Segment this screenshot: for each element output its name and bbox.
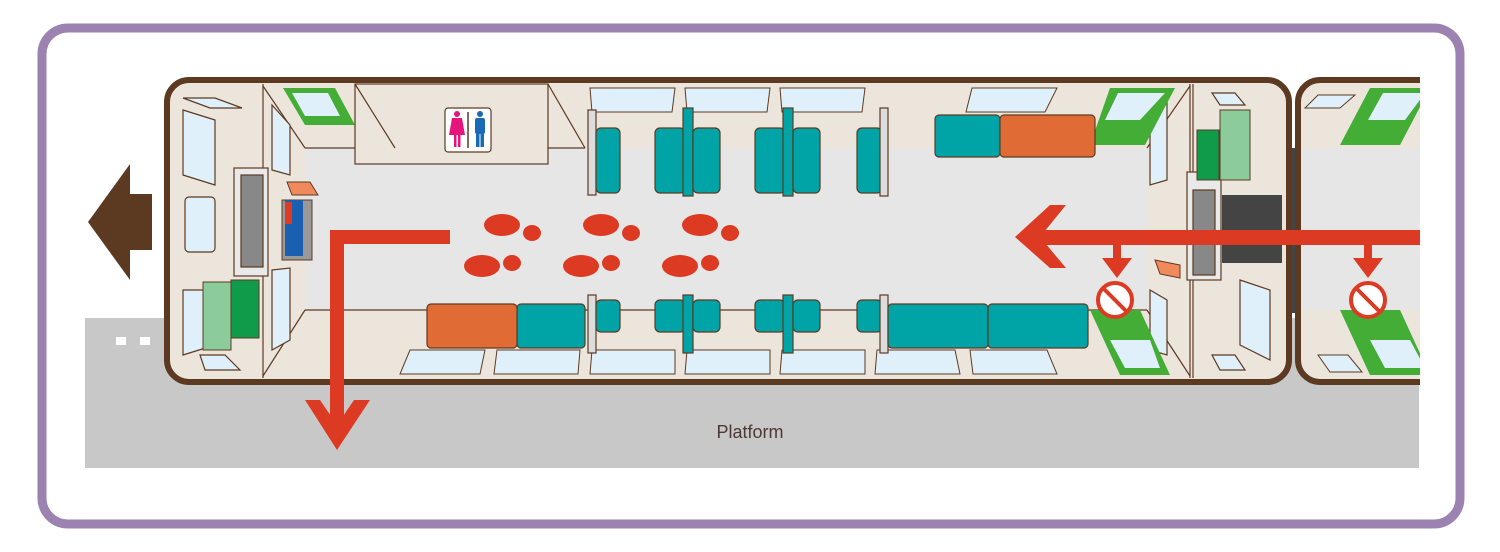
vestibule-panel [202, 109, 1251, 351]
footprints-icon [464, 214, 739, 277]
seats [426, 107, 1096, 354]
no-entry-icon [1349, 245, 1387, 319]
train-car [164, 77, 1292, 385]
gangway-floor [1222, 195, 1282, 263]
no-entry-icon [1096, 245, 1134, 319]
walk-route-arrow-icon [1015, 205, 1420, 268]
platform-label: Platform [716, 422, 784, 442]
next-car [1290, 77, 1420, 385]
windows [399, 87, 1058, 375]
restroom-icon [444, 107, 492, 153]
walk-route-arrow-icon [305, 230, 450, 450]
platform-edge-markings [116, 337, 150, 345]
exit-direction-arrow-icon [88, 164, 152, 280]
luggage-rack [281, 181, 1181, 279]
